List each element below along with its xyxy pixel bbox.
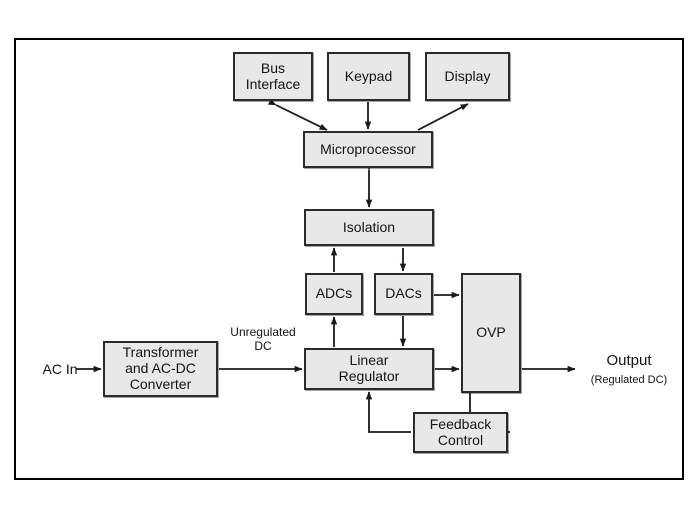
node-dacs[interactable]: DACs: [374, 273, 433, 315]
node-keypad[interactable]: Keypad: [327, 52, 410, 101]
node-isolation[interactable]: Isolation: [304, 209, 434, 246]
node-feedback-control[interactable]: Feedback Control: [413, 412, 508, 453]
node-transformer-ac-dc-converter[interactable]: Transformer and AC-DC Converter: [103, 341, 218, 397]
label-output-regulated-dc: (Regulated DC): [590, 374, 668, 386]
label-output: Output: [606, 352, 652, 369]
node-microprocessor[interactable]: Microprocessor: [303, 131, 433, 168]
node-bus-interface[interactable]: Bus Interface: [233, 52, 313, 101]
node-linear-regulator[interactable]: Linear Regulator: [304, 348, 434, 390]
node-ovp[interactable]: OVP: [461, 273, 521, 393]
diagram-outer-frame: [14, 38, 684, 480]
label-unregulated-dc: Unregulated DC: [230, 325, 296, 353]
node-display[interactable]: Display: [425, 52, 510, 101]
node-adcs[interactable]: ADCs: [305, 273, 363, 315]
label-ac-in: AC In: [42, 361, 78, 377]
